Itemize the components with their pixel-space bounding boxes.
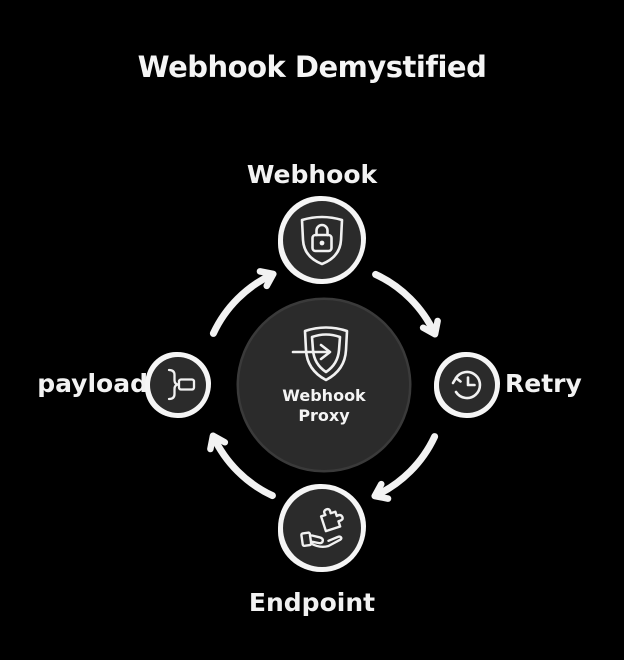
right-node-label: Retry xyxy=(505,369,582,398)
shield-arrow-icon xyxy=(291,326,349,382)
shield-lock-icon xyxy=(300,215,344,266)
bottom-node-label: Endpoint xyxy=(248,588,376,617)
payload-transform-icon xyxy=(167,368,196,401)
left-node xyxy=(145,352,211,418)
top-node-label: Webhook xyxy=(246,160,378,189)
bottom-node xyxy=(278,484,366,572)
history-clock-icon xyxy=(451,370,482,400)
hub-circle: Webhook Proxy xyxy=(239,300,409,470)
hand-puzzle-icon xyxy=(300,507,344,549)
diagram-title: Webhook Demystified xyxy=(137,50,487,84)
top-node xyxy=(278,196,366,284)
hub-label: Webhook Proxy xyxy=(282,386,366,425)
left-node-label: payload xyxy=(37,369,148,398)
arc-right-to-bottom xyxy=(371,433,439,502)
right-node xyxy=(434,352,500,418)
